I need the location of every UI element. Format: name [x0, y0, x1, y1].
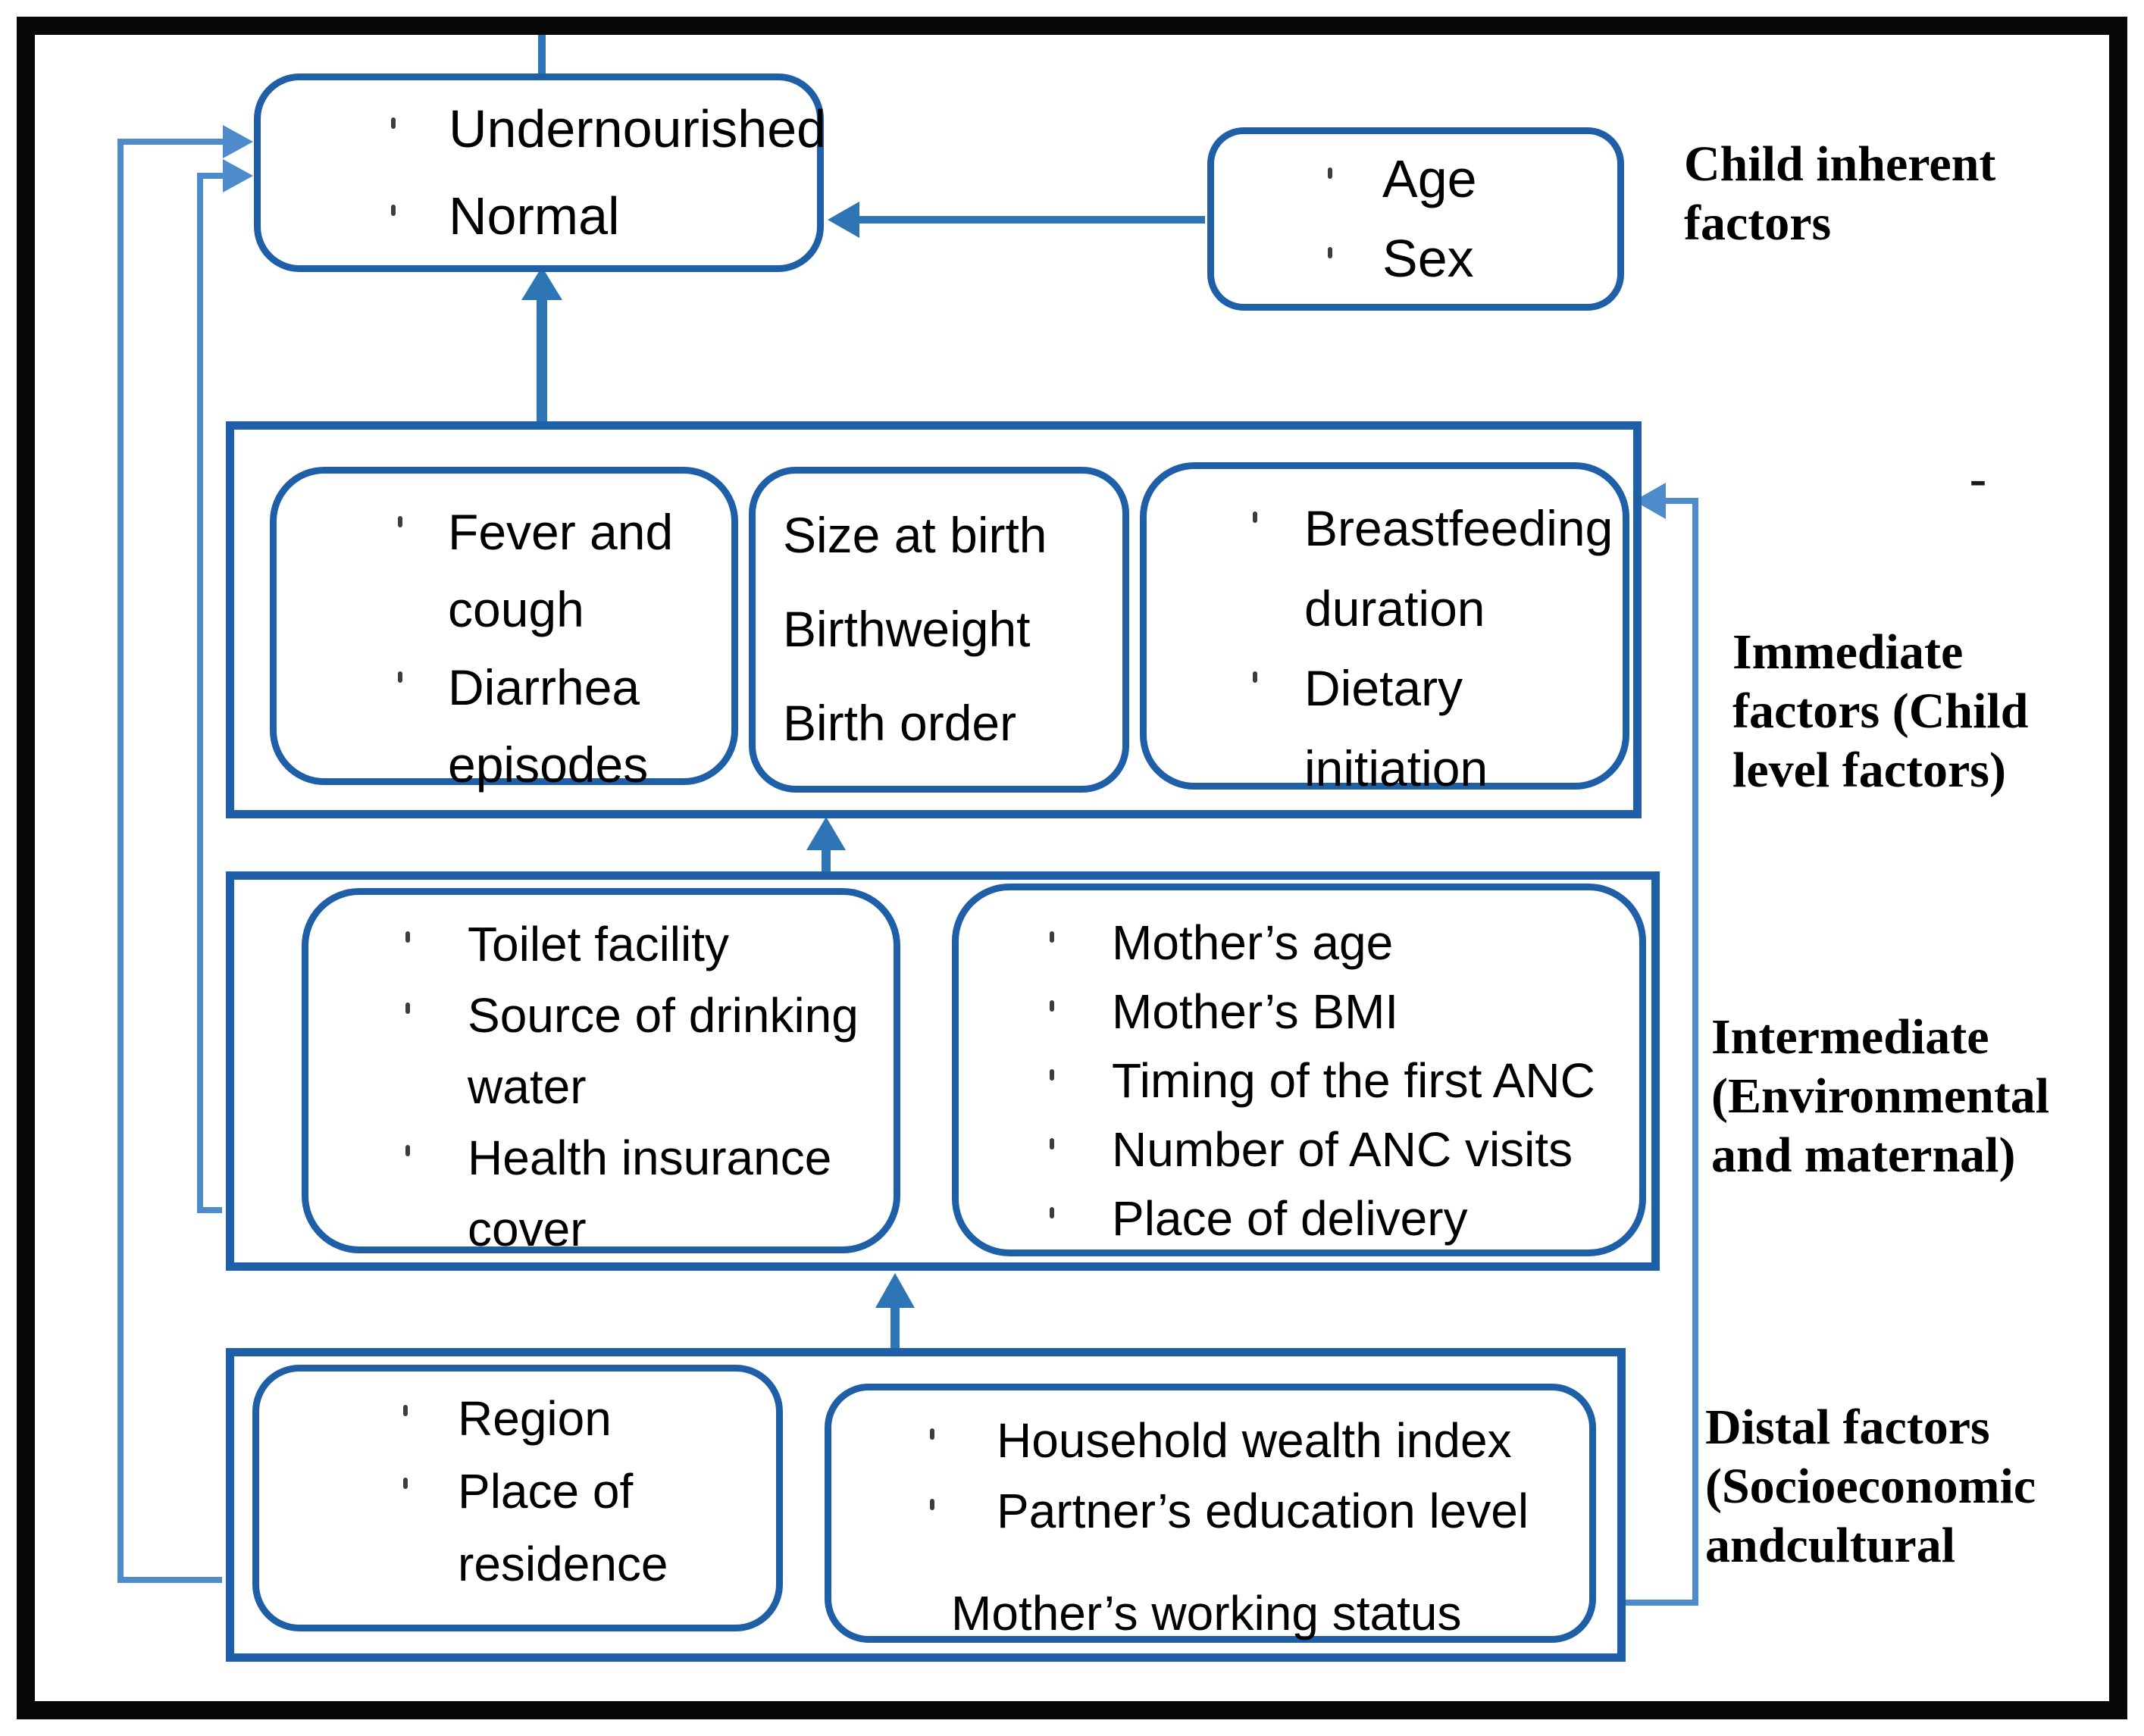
birth-item: Birthweight: [783, 601, 1031, 658]
bullet-icon: [391, 205, 396, 216]
diagram-frame: [17, 17, 2127, 1719]
environment-item: Toilet facility: [468, 917, 729, 971]
list-item: Normal: [391, 182, 817, 251]
feedback-intermediate-to-outcome-line: [197, 173, 226, 1213]
outcome-item: Normal: [449, 186, 620, 246]
bullet-icon: [405, 931, 410, 943]
bullet-icon: [1050, 999, 1054, 1012]
list-item: Partner’s education level: [930, 1476, 1589, 1547]
arrow-intermediate-to-immediate-head: [806, 817, 846, 850]
illness-item: Fever and cough: [448, 504, 674, 638]
socioeconomic-item: Partner’s education level: [997, 1483, 1529, 1538]
socioeconomic-plain-item: Mother’s working status: [951, 1585, 1462, 1641]
bullet-icon: [1050, 931, 1054, 943]
socioeconomic-item: Household wealth index: [997, 1413, 1512, 1468]
list-item: Mother’s age: [1050, 909, 1639, 977]
list-item: Diarrhea episodes: [398, 649, 731, 804]
list-item: Health insurance cover: [405, 1122, 894, 1265]
environment-item: Health insurance cover: [468, 1131, 832, 1257]
arrow-child-to-outcome-head: [828, 202, 859, 238]
immediate-container: [226, 421, 1642, 818]
immediate-label: Immediate factors (Child level factors): [1732, 624, 2029, 798]
bullet-icon: [1328, 247, 1332, 258]
bullet-icon: [405, 1003, 410, 1015]
dash-annotation: -: [1969, 449, 1987, 510]
list-item: Source of drinking water: [405, 980, 894, 1122]
illness-item: Diarrhea episodes: [448, 658, 649, 793]
socioeconomic-box: Household wealth index Partner’s educati…: [825, 1384, 1596, 1643]
maternal-item: Number of ANC visits: [1112, 1121, 1573, 1177]
bullet-icon: [1050, 1206, 1054, 1218]
bullet-icon: [398, 671, 402, 683]
distal-label: Distal factors (Socioeconomic andcultura…: [1705, 1400, 2036, 1573]
list-item: Fever and cough: [398, 493, 731, 649]
birth-item: Birth order: [783, 695, 1017, 752]
geography-box: Region Place of residence: [252, 1365, 783, 1631]
list-item: Timing of the first ANC: [1050, 1046, 1639, 1115]
bullet-icon: [398, 516, 402, 527]
list-item: Place of residence: [403, 1455, 776, 1600]
feedback-intermediate-to-outcome-head: [223, 159, 253, 192]
birth-box: Size at birth Birthweight Birth order: [749, 467, 1129, 793]
feeding-box: Breastfeeding duration Dietary initiatio…: [1140, 462, 1629, 796]
list-item: Toilet facility: [405, 909, 894, 980]
bullet-icon: [1050, 1137, 1054, 1150]
arrow-distal-to-intermediate-head: [875, 1273, 915, 1308]
bullet-icon: [930, 1428, 934, 1440]
list-item: Sex: [1328, 224, 1617, 293]
child-item: Age: [1382, 149, 1477, 208]
geography-item: Place of residence: [458, 1464, 668, 1591]
child-inherent-box: Age Sex: [1207, 127, 1624, 311]
bullet-icon: [1328, 167, 1332, 179]
feedback-distal-to-outcome-head: [223, 125, 253, 158]
bullet-icon: [1253, 671, 1257, 683]
bullet-icon: [403, 1478, 408, 1489]
list-item: Undernourished: [391, 95, 826, 164]
bullet-icon: [405, 1145, 410, 1157]
feedback-distal-to-outcome-line: [117, 139, 226, 1583]
birth-item: Size at birth: [783, 507, 1047, 564]
list-item: Region: [403, 1382, 776, 1455]
bullet-icon: [930, 1498, 934, 1510]
list-item: Age: [1328, 145, 1617, 214]
environment-box: Toilet facility Source of drinking water…: [302, 888, 900, 1256]
bullet-icon: [1253, 511, 1257, 523]
maternal-item: Place of delivery: [1112, 1190, 1468, 1246]
outcome-item: Undernourished: [449, 99, 827, 158]
feeding-item: Dietary initiation: [1304, 660, 1488, 796]
child-inherent-label: Child inherent factors: [1684, 136, 1996, 251]
list-item: Breastfeeding duration: [1253, 489, 1623, 649]
maternal-item: Mother’s BMI: [1112, 984, 1399, 1039]
maternal-item: Mother’s age: [1112, 915, 1394, 970]
arrow-immediate-to-outcome-head: [521, 267, 562, 300]
list-item: Place of delivery: [1050, 1184, 1639, 1253]
list-item: Mother’s working status: [930, 1578, 1589, 1649]
list-item: Household wealth index: [930, 1406, 1589, 1476]
intermediate-container: [226, 871, 1660, 1271]
feedback-distal-to-immediate-head: [1634, 483, 1666, 519]
bullet-icon: [391, 117, 396, 129]
outcome-box: Undernourished Normal: [254, 74, 826, 272]
list-item: Dietary initiation: [1253, 649, 1623, 809]
child-item: Sex: [1382, 229, 1474, 288]
geography-item: Region: [458, 1391, 612, 1446]
environment-item: Source of drinking water: [468, 988, 859, 1115]
illness-box: Fever and cough Diarrhea episodes: [270, 467, 738, 793]
list-item: Number of ANC visits: [1050, 1115, 1639, 1184]
feeding-item: Breastfeeding duration: [1304, 500, 1613, 637]
bullet-icon: [1050, 1068, 1054, 1081]
distal-container: [226, 1348, 1626, 1662]
intermediate-label: Intermediate (Environmental and maternal…: [1711, 1009, 2050, 1183]
maternal-item: Timing of the first ANC: [1112, 1053, 1595, 1108]
list-item: Mother’s BMI: [1050, 977, 1639, 1046]
feedback-distal-to-immediate-line: [1624, 498, 1698, 1606]
maternal-box: Mother’s age Mother’s BMI Timing of the …: [952, 884, 1646, 1256]
bullet-icon: [403, 1405, 408, 1416]
